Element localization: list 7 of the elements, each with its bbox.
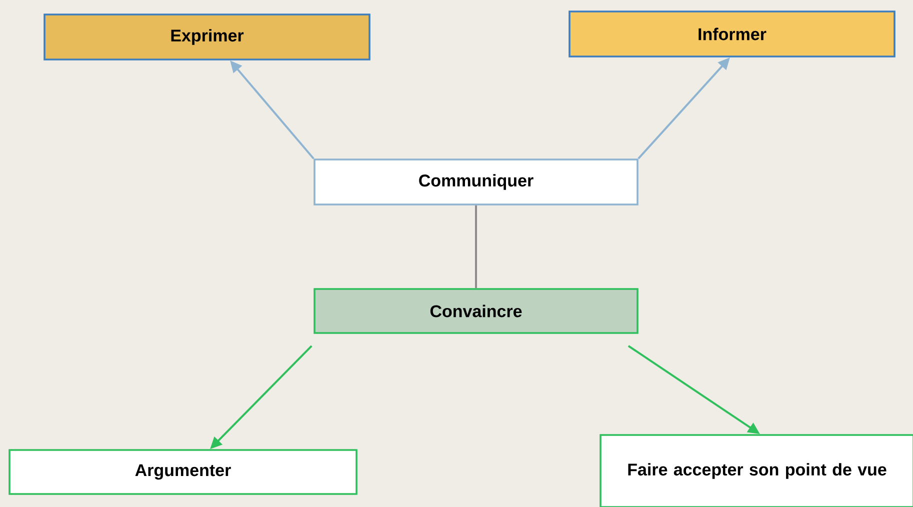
label-box: Faire accepter son point de vue — [600, 434, 913, 507]
label-box: Informer — [568, 10, 896, 58]
connector-line — [475, 205, 477, 288]
label-box: Communiquer — [314, 158, 638, 206]
label-box: Exprimer — [44, 14, 370, 60]
label-box: Convaincre — [314, 288, 638, 334]
label-box: Argumenter — [8, 449, 358, 495]
